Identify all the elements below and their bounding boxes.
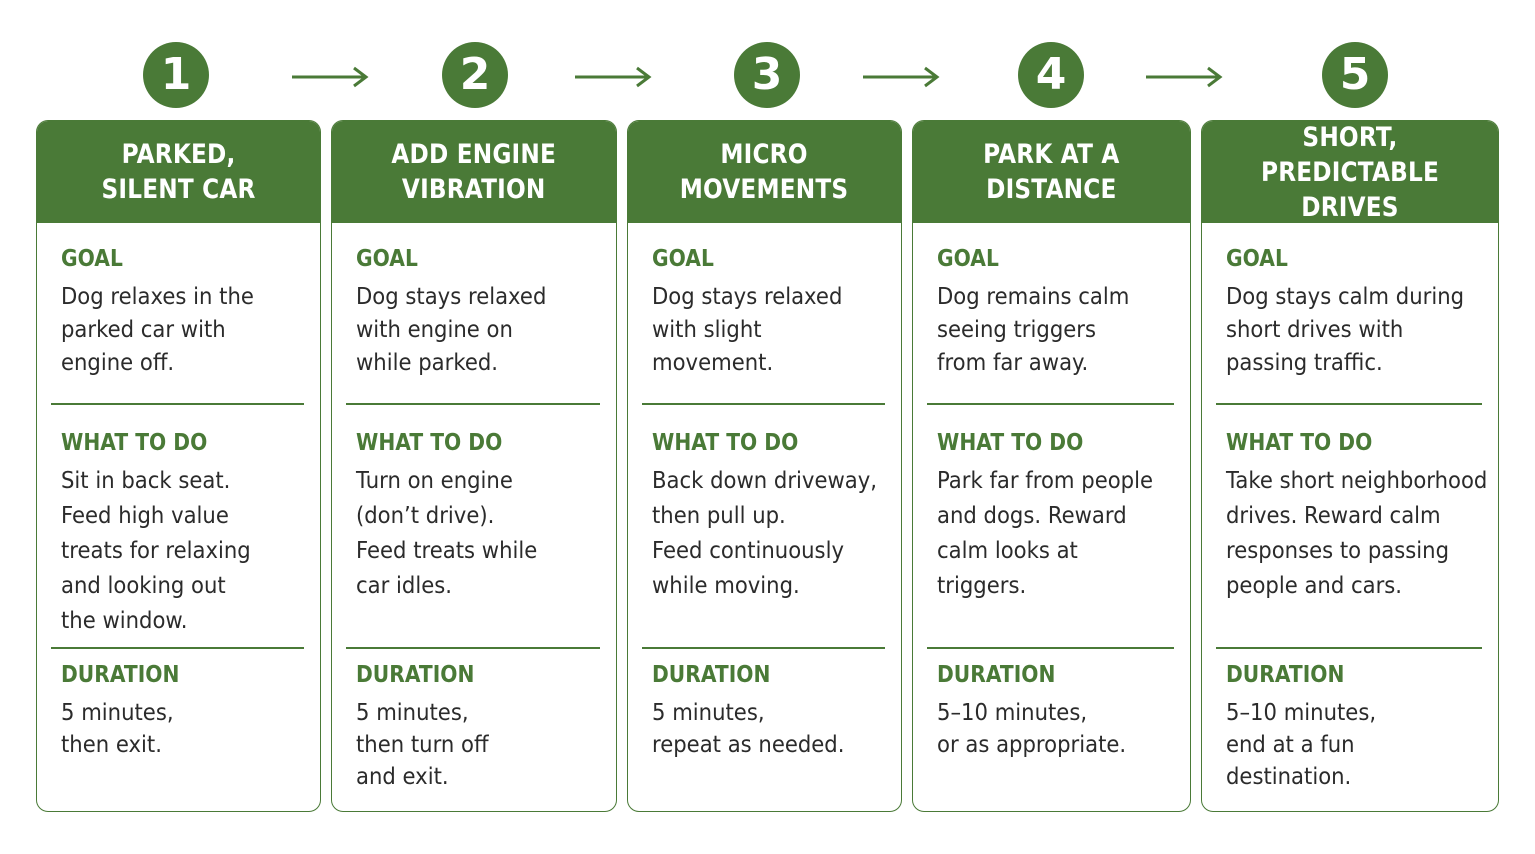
duration-text: 5–10 minutes, end at a fun destination.	[1226, 700, 1377, 790]
section-divider	[642, 647, 885, 649]
goal-text: Dog stays relaxed with slight movement.	[652, 284, 843, 376]
what-to-do-text: Take short neighborhood drives. Reward c…	[1226, 468, 1488, 599]
section-divider	[642, 403, 885, 405]
step-card-header: MICRO MOVEMENTS	[628, 121, 901, 223]
step-card-header: ADD ENGINE VIBRATION	[332, 121, 616, 223]
step-5-number-badge: 5	[1322, 42, 1388, 108]
what-to-do-text: Park far from people and dogs. Reward ca…	[937, 468, 1153, 599]
step-3-number-badge: 3	[734, 42, 800, 108]
section-divider	[346, 403, 600, 405]
step-card-2: ADD ENGINE VIBRATION GOAL Dog stays rela…	[331, 120, 617, 812]
duration-label: DURATION	[61, 662, 180, 688]
what-to-do-section: WHAT TO DO Back down driveway, then pull…	[652, 429, 887, 604]
arrow-right-icon	[292, 66, 369, 88]
section-divider	[1216, 647, 1482, 649]
goal-label: GOAL	[356, 246, 418, 272]
duration-section: DURATION 5–10 minutes, end at a fun dest…	[1226, 661, 1484, 793]
goal-label: GOAL	[652, 246, 714, 272]
what-to-do-label: WHAT TO DO	[1226, 430, 1373, 456]
what-to-do-text: Sit in back seat. Feed high value treats…	[61, 468, 251, 634]
step-card-header: PARKED, SILENT CAR	[37, 121, 320, 223]
section-divider	[51, 647, 304, 649]
duration-section: DURATION 5–10 minutes, or as appropriate…	[937, 661, 1176, 761]
step-card-header: SHORT, PREDICTABLE DRIVES	[1202, 121, 1498, 223]
goal-section: GOAL Dog relaxes in the parked car with …	[61, 245, 306, 380]
goal-text: Dog stays relaxed with engine on while p…	[356, 284, 547, 376]
goal-text: Dog relaxes in the parked car with engin…	[61, 284, 254, 376]
step-2-number: 2	[459, 49, 491, 100]
duration-text: 5–10 minutes, or as appropriate.	[937, 700, 1127, 758]
what-to-do-label: WHAT TO DO	[937, 430, 1084, 456]
step-card-5: SHORT, PREDICTABLE DRIVES GOAL Dog stays…	[1201, 120, 1499, 812]
step-5-number: 5	[1339, 49, 1371, 100]
duration-text: 5 minutes, repeat as needed.	[652, 700, 845, 758]
duration-section: DURATION 5 minutes, then exit.	[61, 661, 306, 761]
step-1-number: 1	[160, 49, 192, 100]
step-title: MICRO MOVEMENTS	[680, 139, 849, 205]
section-divider	[927, 403, 1174, 405]
goal-section: GOAL Dog remains calm seeing triggers fr…	[937, 245, 1176, 380]
section-divider	[51, 403, 304, 405]
duration-label: DURATION	[356, 662, 475, 688]
what-to-do-section: WHAT TO DO Park far from people and dogs…	[937, 429, 1176, 604]
duration-section: DURATION 5 minutes, then turn off and ex…	[356, 661, 602, 793]
what-to-do-text: Back down driveway, then pull up. Feed c…	[652, 468, 877, 599]
step-1-number-badge: 1	[143, 42, 209, 108]
arrow-right-icon	[863, 66, 940, 88]
step-4-number-badge: 4	[1018, 42, 1084, 108]
section-divider	[346, 647, 600, 649]
step-card-1: PARKED, SILENT CAR GOAL Dog relaxes in t…	[36, 120, 321, 812]
duration-text: 5 minutes, then turn off and exit.	[356, 700, 489, 790]
goal-label: GOAL	[1226, 246, 1288, 272]
what-to-do-label: WHAT TO DO	[61, 430, 208, 456]
duration-label: DURATION	[652, 662, 771, 688]
what-to-do-text: Turn on engine (don’t drive). Feed treat…	[356, 468, 538, 599]
step-card-3: MICRO MOVEMENTS GOAL Dog stays relaxed w…	[627, 120, 902, 812]
step-card-4: PARK AT A DISTANCE GOAL Dog remains calm…	[912, 120, 1191, 812]
goal-text: Dog remains calm seeing triggers from fa…	[937, 284, 1130, 376]
duration-label: DURATION	[937, 662, 1056, 688]
section-divider	[927, 647, 1174, 649]
what-to-do-section: WHAT TO DO Take short neighborhood drive…	[1226, 429, 1487, 604]
goal-section: GOAL Dog stays relaxed with slight movem…	[652, 245, 887, 380]
arrow-right-icon	[1146, 66, 1223, 88]
step-2-number-badge: 2	[442, 42, 508, 108]
what-to-do-label: WHAT TO DO	[652, 430, 799, 456]
arrow-right-icon	[575, 66, 652, 88]
what-to-do-section: WHAT TO DO Sit in back seat. Feed high v…	[61, 429, 306, 639]
step-title: PARKED, SILENT CAR	[101, 139, 256, 205]
goal-section: GOAL Dog stays relaxed with engine on wh…	[356, 245, 602, 380]
step-card-header: PARK AT A DISTANCE	[913, 121, 1190, 223]
what-to-do-label: WHAT TO DO	[356, 430, 503, 456]
step-4-number: 4	[1035, 49, 1067, 100]
step-title: SHORT, PREDICTABLE DRIVES	[1261, 121, 1439, 223]
duration-text: 5 minutes, then exit.	[61, 700, 174, 758]
goal-section: GOAL Dog stays calm during short drives …	[1226, 245, 1484, 380]
what-to-do-section: WHAT TO DO Turn on engine (don’t drive).…	[356, 429, 602, 604]
goal-label: GOAL	[937, 246, 999, 272]
step-title: ADD ENGINE VIBRATION	[391, 139, 557, 205]
goal-label: GOAL	[61, 246, 123, 272]
duration-section: DURATION 5 minutes, repeat as needed.	[652, 661, 887, 761]
step-title: PARK AT A DISTANCE	[983, 139, 1120, 205]
section-divider	[1216, 403, 1482, 405]
step-3-number: 3	[751, 49, 783, 100]
goal-text: Dog stays calm during short drives with …	[1226, 284, 1465, 376]
duration-label: DURATION	[1226, 662, 1345, 688]
